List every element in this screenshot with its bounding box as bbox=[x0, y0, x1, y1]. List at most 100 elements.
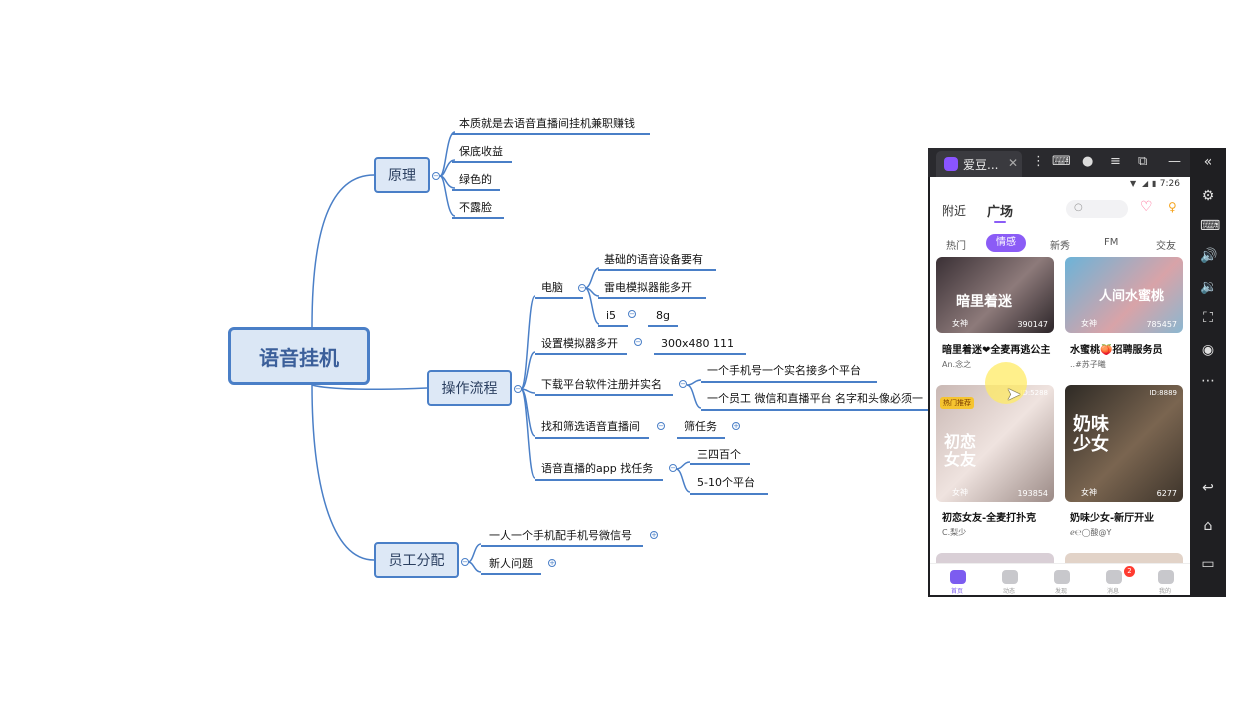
nav-discover-label: 发现 bbox=[1055, 588, 1068, 595]
collapse-toggle-icon[interactable]: − bbox=[657, 422, 665, 430]
collapse-toggle-icon[interactable]: − bbox=[679, 380, 687, 388]
category-emotion[interactable]: 情感 bbox=[986, 234, 1026, 252]
node-diannao[interactable]: 电脑 bbox=[541, 281, 563, 294]
volume-down-icon[interactable]: 🔉 bbox=[1200, 279, 1218, 295]
account-icon[interactable]: ● bbox=[1082, 154, 1094, 169]
menu-icon[interactable]: ≡ bbox=[1110, 154, 1121, 169]
leaf-yuanli-1[interactable]: 本质就是去语音直播间挂机兼职赚钱 bbox=[459, 117, 635, 130]
leaf-underline bbox=[481, 573, 541, 575]
leaf-yuanli-2[interactable]: 保底收益 bbox=[459, 145, 503, 158]
room-card[interactable]: ID:8889 奶味少女 女神 6277 bbox=[1065, 385, 1183, 502]
leaf-cpu[interactable]: i5 bbox=[606, 309, 617, 322]
category-hot[interactable]: 热门 bbox=[946, 241, 966, 252]
expand-toggle-icon[interactable]: + bbox=[732, 422, 740, 430]
root-node[interactable]: 语音挂机 bbox=[228, 327, 370, 385]
leaf-underline bbox=[452, 189, 500, 191]
record-icon[interactable]: ◉ bbox=[1201, 342, 1215, 358]
category-new[interactable]: 新秀 bbox=[1050, 241, 1070, 252]
nav-home-icon[interactable] bbox=[950, 570, 966, 584]
leaf-zhaoxuan-value[interactable]: 筛任务 bbox=[684, 420, 717, 433]
gamepad-icon[interactable]: ⌨ bbox=[1052, 154, 1071, 169]
trophy-icon[interactable]: ♀ bbox=[1168, 200, 1177, 214]
nav-message-icon[interactable] bbox=[1106, 570, 1122, 584]
collapse-toggle-icon[interactable]: − bbox=[634, 338, 642, 346]
collapse-toggle-icon[interactable]: − bbox=[578, 284, 586, 292]
settings-gear-icon[interactable]: ⚙ bbox=[1201, 188, 1215, 204]
room-card[interactable]: 暗里着迷 女神 390147 bbox=[936, 257, 1054, 333]
leaf-yuangong-2[interactable]: 新人问题 bbox=[489, 557, 533, 570]
card-title[interactable]: 暗里着迷❤全麦再逃公主 bbox=[942, 345, 1051, 356]
card-overlay-text: 初恋女友 bbox=[944, 432, 977, 469]
more-vert-icon[interactable]: ⋮ bbox=[1032, 154, 1045, 169]
card-host: An.念之 bbox=[942, 360, 972, 369]
home-icon[interactable]: ⌂ bbox=[1203, 518, 1213, 534]
tab-nearby[interactable]: 附近 bbox=[942, 204, 967, 218]
leaf-yuangong-1[interactable]: 一人一个手机配手机号微信号 bbox=[489, 529, 632, 542]
fullscreen-icon[interactable]: ⛶ bbox=[1203, 310, 1213, 326]
node-app[interactable]: 语音直播的app 找任务 bbox=[541, 462, 654, 475]
leaf-xiazai-1[interactable]: 一个手机号一个实名接多个平台 bbox=[707, 364, 861, 377]
card-title[interactable]: 水蜜桃🍑招聘服务员 bbox=[1070, 345, 1163, 356]
leaf-ram[interactable]: 8g bbox=[656, 309, 670, 322]
card-title[interactable]: 奶味少女-新厅开业 bbox=[1070, 513, 1155, 524]
branch-node-liucheng[interactable]: 操作流程 bbox=[427, 370, 512, 406]
room-card[interactable]: 人间水蜜桃 女神 785457 bbox=[1065, 257, 1183, 333]
more-horiz-icon[interactable]: ⋯ bbox=[1201, 373, 1215, 389]
leaf-underline bbox=[598, 297, 706, 299]
node-moniqi[interactable]: 设置模拟器多开 bbox=[541, 337, 618, 350]
collapse-sidebar-icon[interactable]: « bbox=[1203, 154, 1213, 170]
card-id: ID:8889 bbox=[1149, 389, 1177, 397]
tab-square[interactable]: 广场 bbox=[987, 205, 1014, 220]
collapse-toggle-icon[interactable]: − bbox=[514, 385, 522, 393]
nav-feed-icon[interactable] bbox=[1002, 570, 1018, 584]
volume-up-icon[interactable]: 🔊 bbox=[1200, 248, 1218, 264]
app-tab[interactable]: 爱豆... ✕ bbox=[936, 151, 1022, 177]
nav-profile-icon[interactable] bbox=[1158, 570, 1174, 584]
leaf-yuanli-4[interactable]: 不露脸 bbox=[459, 201, 492, 214]
leaf-diannao-2[interactable]: 雷电模拟器能多开 bbox=[604, 281, 692, 294]
card-title[interactable]: 初恋女友-全麦打扑克 bbox=[942, 513, 1037, 524]
collapse-toggle-icon[interactable]: − bbox=[628, 310, 636, 318]
nav-home-label: 首页 bbox=[951, 588, 964, 595]
branch-node-yuanli[interactable]: 原理 bbox=[374, 157, 430, 193]
card-count: 6277 bbox=[1156, 489, 1177, 498]
expand-toggle-icon[interactable]: + bbox=[548, 559, 556, 567]
node-underline bbox=[535, 394, 673, 396]
leaf-app-1[interactable]: 三四百个 bbox=[697, 448, 741, 461]
node-underline bbox=[535, 297, 583, 299]
emulator-sidebar: « ⚙ ⌨ 🔊 🔉 ⛶ ◉ ⋯ ↩ ⌂ ▭ bbox=[1190, 148, 1226, 597]
expand-toggle-icon[interactable]: + bbox=[650, 531, 658, 539]
wifi-icon: ▼ bbox=[1130, 179, 1137, 188]
close-tab-icon[interactable]: ✕ bbox=[1007, 156, 1018, 170]
category-friends[interactable]: 交友 bbox=[1156, 241, 1176, 252]
collapse-toggle-icon[interactable]: − bbox=[432, 172, 440, 180]
keyboard-icon[interactable]: ⌨ bbox=[1200, 218, 1221, 234]
leaf-underline bbox=[701, 409, 928, 411]
category-fm[interactable]: FM bbox=[1104, 237, 1119, 248]
branch-node-yuangong[interactable]: 员工分配 bbox=[374, 542, 459, 578]
leaf-diannao-1[interactable]: 基础的语音设备要有 bbox=[604, 253, 703, 266]
heart-icon[interactable]: ♡ bbox=[1140, 199, 1153, 215]
leaf-underline bbox=[598, 325, 628, 327]
node-xiazai[interactable]: 下载平台软件注册并实名 bbox=[541, 378, 662, 391]
leaf-yuanli-3[interactable]: 绿色的 bbox=[459, 173, 492, 186]
leaf-app-2[interactable]: 5-10个平台 bbox=[697, 476, 755, 489]
collapse-toggle-icon[interactable]: − bbox=[669, 464, 677, 472]
back-icon[interactable]: ↩ bbox=[1202, 480, 1214, 496]
node-underline bbox=[535, 479, 663, 481]
nav-discover-icon[interactable] bbox=[1054, 570, 1070, 584]
minimize-icon[interactable]: — bbox=[1168, 154, 1181, 169]
card-count: 390147 bbox=[1017, 320, 1048, 329]
leaf-underline bbox=[654, 353, 746, 355]
recents-icon[interactable]: ▭ bbox=[1201, 556, 1215, 572]
leaf-xiazai-2[interactable]: 一个员工 微信和直播平台 名字和头像必须一 bbox=[707, 392, 923, 405]
node-zhaoxuan[interactable]: 找和筛选语音直播间 bbox=[541, 420, 640, 433]
room-card[interactable]: 热门推荐 ID:5288 初恋女友 女神 193854 bbox=[936, 385, 1054, 502]
bottom-nav: 首页 动态 发现 2 消息 我的 bbox=[930, 563, 1190, 595]
collapse-toggle-icon[interactable]: − bbox=[461, 558, 469, 566]
window-mode-icon[interactable]: ⧉ bbox=[1138, 154, 1148, 169]
search-input[interactable]: ○ bbox=[1066, 200, 1128, 218]
partial-card-row bbox=[936, 553, 1054, 563]
leaf-underline bbox=[598, 269, 716, 271]
leaf-moniqi-value[interactable]: 300x480 111 bbox=[661, 337, 734, 350]
